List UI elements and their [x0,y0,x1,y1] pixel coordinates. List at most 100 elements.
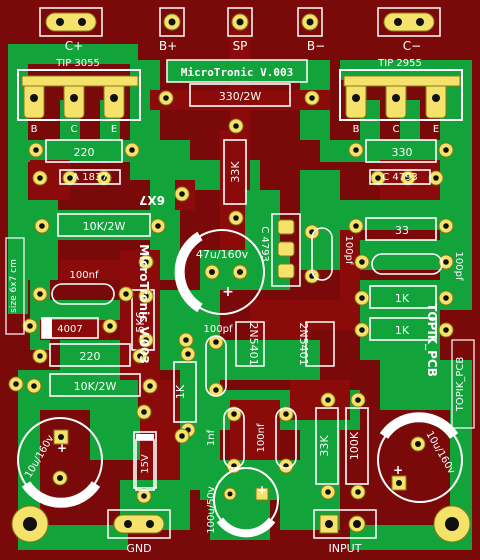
pad-hole [163,95,169,101]
pad-hole [185,351,191,357]
label-4007: 4007 [57,324,82,335]
label-tip3055: TIP 3055 [55,58,100,69]
label-6x7: 6X7 [139,193,165,207]
label-plus-10u-right: + [393,463,403,477]
label-a1837: A 1837 [72,172,107,183]
pad-hole [129,147,135,153]
label-15v: 15V [140,454,151,474]
pad-hole [27,323,33,329]
label-plus-47u: + [222,284,234,300]
zener-band [136,434,154,440]
pad-hole [353,147,359,153]
label-c-right: C [393,124,400,135]
label-plus-100u: + [257,483,267,497]
label-b-minus: B− [307,39,325,53]
pad-hole [155,223,161,229]
label-1k-b: 1K [395,324,410,337]
pad-hole [179,433,185,439]
label-c4793: C 4793 [382,172,418,183]
pad-hole [433,175,439,181]
pad-hole [37,175,43,181]
label-330: 330 [392,146,413,159]
label-b-right: B [353,124,360,135]
label-2n5401-b: 2N5401 [297,322,310,365]
pad-hole [67,175,73,181]
label-c4793-vert: C 4793 [259,226,270,262]
capacitor-100u [213,467,279,538]
label-100pf-mid: 100pf [204,324,233,335]
pad-hole [141,409,147,415]
label-c-left: C [71,124,78,135]
capacitor-47u [174,229,265,315]
label-1k-a: 1K [395,292,410,305]
label-size: size 6x7 cm [9,259,19,313]
pad-hole [443,223,449,229]
pad-hole [283,411,289,417]
title-text: MicroTronic V.003 [181,66,294,79]
label-topik-mirror: TOPIK_PCB [424,303,439,377]
label-b-left: B [31,124,38,135]
credit-label-box [451,339,475,429]
pad-hole [37,353,43,359]
label-microtronic-mirror: MicroTronic V.003 [137,244,151,364]
pad-hole [141,493,147,499]
label-100pf-right: 100pf [453,252,464,281]
pad-hole [137,353,143,359]
pad-hole [101,175,107,181]
pad-hole [143,259,149,265]
pad-hole [353,223,359,229]
pad-hole [233,123,239,129]
top-connectors [39,7,441,37]
capacitor-10u-left [17,417,103,508]
round-pads [8,90,454,504]
pad-hole [359,295,365,301]
transistor-tip2955 [339,69,463,121]
label-10k-2w-top: 10K/2W [83,220,126,233]
pad-hole [443,327,449,333]
label-c-plus: C+ [65,39,83,53]
label-33k-vert: 33K [318,435,331,457]
pad-hole [231,411,237,417]
pad-hole [33,147,39,153]
size-label-box [5,237,25,335]
mounting-holes [11,505,471,543]
pad-hole [39,223,45,229]
label-100u-50v: 100u/50v [206,486,217,534]
pad-hole [147,383,153,389]
pad-hole [143,293,149,299]
label-10k-2w-bottom: 10K/2W [74,380,117,393]
pad-hole [443,259,449,265]
capacitor-10u-right [377,412,463,503]
pad-hole [405,175,411,181]
label-topik-pcb: TOPIK_PCB [455,357,466,413]
pad-hole [325,489,331,495]
pad-hole [213,387,219,393]
pad-hole [37,291,43,297]
label-c-minus: C− [403,39,421,53]
pad-hole [375,175,381,181]
transistor-tip3055 [17,69,141,121]
pad-hole [213,339,219,345]
label-sp: SP [233,39,248,53]
pad-hole [309,95,315,101]
small-capacitors [51,227,443,469]
label-100nf-vert: 100nf [256,423,267,452]
pad-hole [359,327,365,333]
label-330-2w: 330/2W [219,90,262,103]
label-tip2955: TIP 2955 [377,58,422,69]
diode-band [42,318,52,338]
label-1nf: 1nf [206,429,217,446]
title-box [166,59,308,83]
label-220-bottom: 220 [80,350,101,363]
bottom-connectors [107,509,377,539]
pad-hole [443,295,449,301]
label-input: INPUT [329,542,362,555]
label-100k-vert: 100K [348,431,361,460]
small-transistors [59,169,431,367]
pad-hole [123,291,129,297]
label-e-left: E [111,124,117,135]
label-gnd: GND [126,542,151,555]
pad-hole [143,337,149,343]
